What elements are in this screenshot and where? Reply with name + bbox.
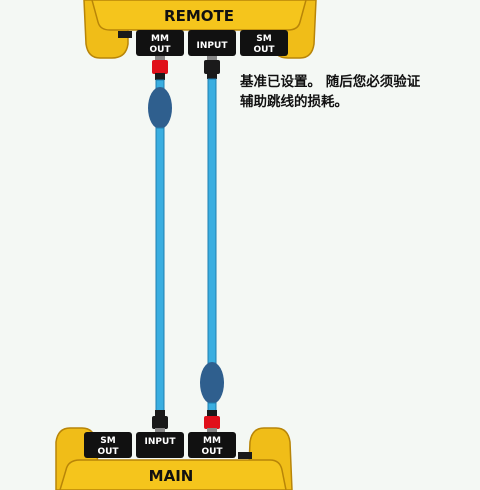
cable-left-boot-bottom — [155, 410, 165, 417]
jumper-cable-right — [200, 56, 224, 432]
cable-right-boot-top — [207, 73, 217, 79]
remote-side-tab — [118, 31, 132, 38]
cable-left-connector-top — [152, 60, 168, 74]
main-body — [59, 459, 287, 490]
main-port-input-label: INPUT — [145, 437, 177, 447]
remote-port-sm-out — [240, 30, 288, 56]
cable-left-connector-top-ferrule — [155, 56, 165, 60]
cable-left-fiber — [155, 127, 165, 413]
remote-port-input-label: INPUT — [197, 41, 229, 51]
remote-body — [91, 0, 307, 31]
cable-right-connector-bottom-ferrule — [207, 428, 217, 432]
cable-right-connector-top — [204, 60, 220, 74]
main-port-sm-out-label: SM — [100, 436, 115, 446]
cable-left-connector-bottom — [152, 416, 168, 429]
remote-port-sm-out-sublabel: OUT — [253, 45, 275, 55]
instruction-text: 基准已设置。 随后您必须验证 辅助跳线的损耗。 — [240, 74, 421, 110]
remote-port-sm-out-label: SM — [256, 34, 271, 44]
cable-right-fiber-lower — [207, 402, 217, 412]
cable-left-coupler — [148, 87, 172, 129]
main-port-mm-out-sublabel: OUT — [201, 447, 223, 457]
cable-right-connector-top-ferrule — [207, 56, 217, 60]
main-port-mm-out — [188, 432, 236, 458]
cable-right-coupler — [200, 362, 224, 404]
cable-left-boot-top — [155, 73, 165, 80]
main-port-sm-out-sublabel: OUT — [97, 447, 119, 457]
main-port-input — [136, 432, 184, 458]
remote-port-mm-out — [136, 30, 184, 56]
remote-port-mm-out-label: MM — [151, 34, 169, 44]
remote-port-input — [188, 30, 236, 56]
cable-left-fiber-upper — [155, 79, 165, 89]
main-title: MAIN — [149, 467, 194, 485]
cable-right-boot-bottom — [207, 410, 217, 417]
cable-right-connector-bottom — [204, 416, 220, 429]
cable-left-connector-bottom-ferrule — [155, 428, 165, 432]
remote-port-mm-out-sublabel: OUT — [149, 45, 171, 55]
main-side-tab — [238, 452, 252, 459]
remote-unit: REMOTE MM OUT INPUT SM OUT — [83, 0, 317, 59]
main-port-mm-out-label: MM — [203, 436, 221, 446]
cable-right-fiber — [207, 78, 217, 364]
main-port-sm-out — [84, 432, 132, 458]
jumper-cable-left — [148, 56, 172, 432]
remote-title: REMOTE — [164, 7, 234, 25]
main-unit: MAIN SM OUT INPUT MM OUT — [55, 427, 293, 490]
